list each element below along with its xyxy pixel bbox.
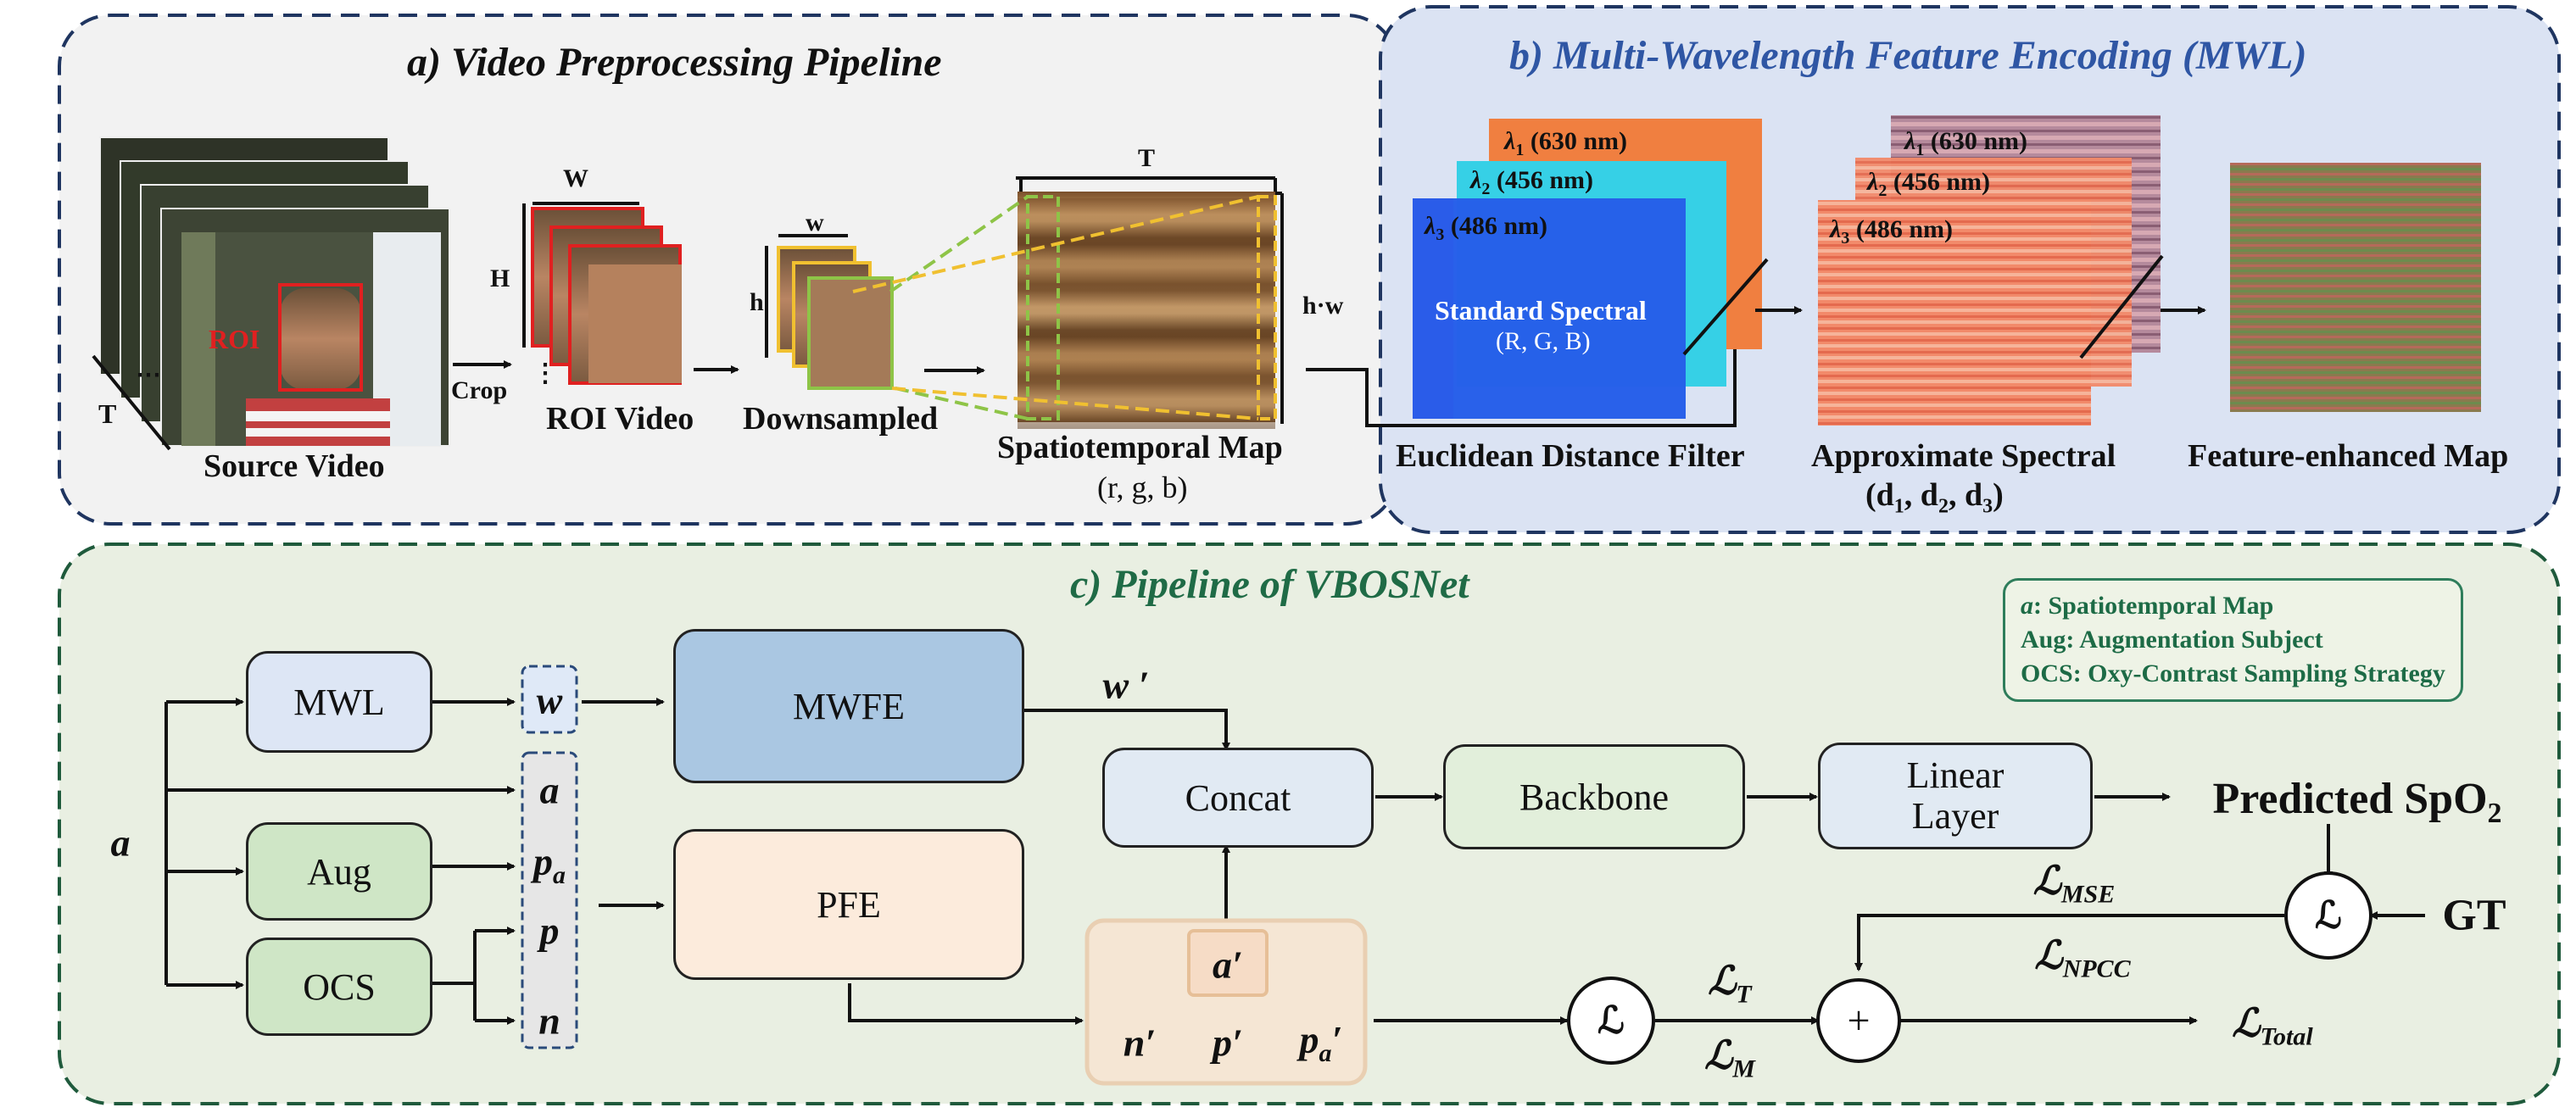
standard-spectral-label: Standard Spectral	[1435, 295, 1647, 326]
standard-rgb-label: (R, G, B)	[1496, 327, 1591, 355]
linear-label-line1: Linear	[1906, 754, 2004, 796]
p-prime-label: p′	[1213, 1021, 1243, 1065]
down-width-label: w	[806, 209, 824, 237]
approx-lambda3-label: λ3 (486 nm)	[1830, 215, 1953, 248]
backbone-box[interactable]: Backbone	[1443, 744, 1745, 849]
input-stack-box	[521, 751, 578, 1049]
down-height-label: h	[750, 288, 764, 316]
approx-lambda1-label: λ1 (630 nm)	[1904, 127, 2027, 159]
prime-features-box	[1084, 918, 1368, 1086]
mwl-box[interactable]: MWL	[246, 651, 432, 753]
loss-npcc-label: ℒNPCC	[2034, 933, 2131, 983]
legend-item-a: a: Spatiotemporal Map	[2021, 592, 2274, 620]
gt-loss-circle	[2284, 871, 2372, 960]
feature-loss-symbol: ℒ	[1597, 999, 1625, 1042]
source-video-frames: ⋯	[92, 136, 450, 451]
t-frames-label: T	[98, 398, 117, 429]
gt-loss-symbol: ℒ	[2315, 894, 2342, 937]
a-prime-label: a′	[1213, 943, 1243, 987]
stack-pa: pa	[533, 839, 566, 890]
lambda3-label: λ3 (486 nm)	[1425, 212, 1547, 244]
legend-item-aug: Aug: Augmentation Subject	[2021, 626, 2323, 654]
loss-m-label: ℒM	[1704, 1033, 1755, 1083]
panel-c-title: c) Pipeline of VBOSNet	[1070, 562, 1469, 607]
lambda2-label: λ2 (456 nm)	[1470, 166, 1593, 198]
feature-map-label: Feature-enhanced Map	[2188, 438, 2509, 474]
n-prime-label: n′	[1123, 1021, 1157, 1065]
stack-a: a	[539, 768, 560, 812]
legend-box: a: Spatiotemporal Map Aug: Augmentation …	[2003, 578, 2463, 702]
panel-c-connectors	[164, 698, 2425, 1025]
svg-text:⋯: ⋯	[136, 361, 161, 389]
euclidean-filter-label: Euclidean Distance Filter	[1396, 438, 1745, 474]
w-feature-box	[521, 665, 578, 734]
ocs-box[interactable]: OCS	[246, 938, 432, 1036]
feature-loss-circle	[1567, 977, 1655, 1065]
sum-symbol: +	[1847, 998, 1871, 1043]
stack-p: p	[539, 909, 560, 953]
panel-a-title: a) Video Preprocessing Pipeline	[407, 40, 942, 85]
roi-video-stack: ⋮	[522, 202, 682, 387]
stack-w: w	[536, 678, 563, 722]
feature-enhanced-map-image	[2230, 163, 2481, 412]
approx-spectral-label: Approximate Spectral	[1811, 438, 2116, 474]
mwfe-box[interactable]: MWFE	[673, 629, 1024, 783]
downsampled-label: Downsampled	[743, 401, 939, 437]
predicted-spo2-label: Predicted SpO2	[2212, 774, 2502, 830]
aug-box[interactable]: Aug	[246, 822, 432, 921]
a-prime-box	[1187, 929, 1268, 997]
map-hw-label: h·w	[1302, 292, 1344, 320]
stack-n: n	[538, 999, 560, 1043]
panel-b-title: b) Multi-Wavelength Feature Encoding (MW…	[1509, 33, 2307, 78]
downsampled-stack	[765, 234, 894, 390]
input-a-label: a	[110, 821, 131, 865]
legend-item-ocs: OCS: Oxy-Contrast Sampling Strategy	[2021, 659, 2445, 687]
rgb-label: (r, g, b)	[1097, 470, 1188, 504]
roi-width-label: W	[563, 164, 588, 192]
pfe-box[interactable]: PFE	[673, 829, 1024, 980]
w-prime-label: w ′	[1102, 663, 1150, 707]
a-to-b-connector	[1306, 315, 1739, 427]
svg-text:⋮: ⋮	[532, 359, 558, 387]
loss-t-label: ℒT	[1708, 959, 1752, 1009]
loss-mse-label: ℒMSE	[2032, 859, 2116, 909]
sum-circle	[1816, 978, 1901, 1063]
gt-label: GT	[2442, 891, 2506, 940]
spatiotemporal-map	[852, 176, 1284, 429]
roi-box	[278, 283, 363, 392]
linear-layer-box[interactable]: Linear Layer	[1818, 743, 2093, 849]
roi-video-label: ROI Video	[546, 401, 694, 437]
linear-label-line2: Layer	[1911, 795, 1999, 837]
roi-height-label: H	[490, 264, 510, 292]
loss-total-label: ℒTotal	[2232, 1001, 2313, 1051]
map-time-label: T	[1138, 144, 1156, 172]
spatiotemporal-map-label: Spatiotemporal Map	[997, 430, 1283, 465]
crop-label: Crop	[451, 376, 508, 404]
source-video-label: Source Video	[204, 448, 385, 484]
pa-prime-label: pa′	[1299, 1017, 1343, 1068]
standard-spectral-stack	[1413, 119, 1803, 419]
lambda1-label: λ1 (630 nm)	[1504, 127, 1627, 159]
approximate-spectral-stack	[1818, 115, 2206, 426]
approx-lambda2-label: λ2 (456 nm)	[1867, 168, 1990, 200]
approx-d-label: (d1, d2, d3)	[1865, 477, 2004, 518]
roi-tag: ROI	[209, 324, 260, 354]
concat-box[interactable]: Concat	[1102, 748, 1374, 848]
